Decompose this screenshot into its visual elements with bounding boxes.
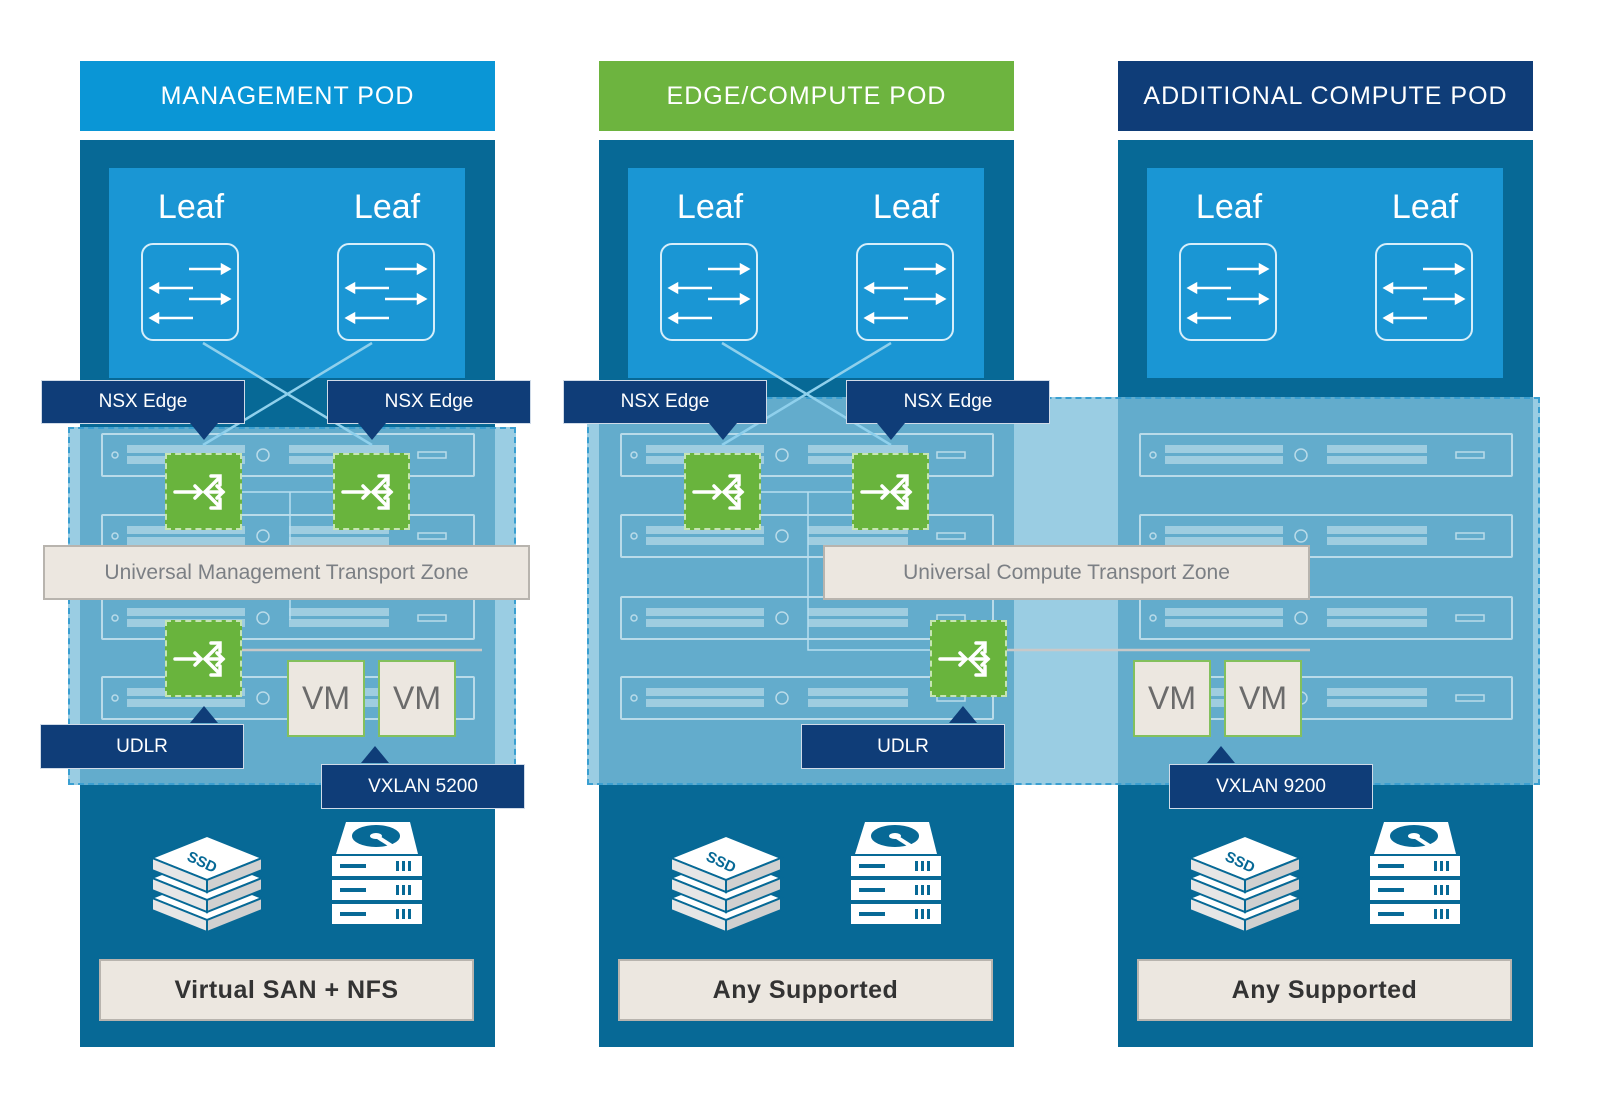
- pod-title: MANAGEMENT POD: [160, 81, 415, 110]
- pod-title: EDGE/COMPUTE POD: [666, 81, 947, 110]
- switch-icon: [856, 243, 954, 341]
- switch-icon: [660, 243, 758, 341]
- leaf-label: Leaf: [157, 188, 225, 226]
- pod-header-additional-compute: ADDITIONAL COMPUTE POD: [1118, 61, 1533, 131]
- router-icon: [930, 620, 1007, 697]
- hard-disk-icon: [328, 820, 426, 932]
- vxlan-label: VXLAN 5200: [321, 764, 525, 809]
- router-icon: [333, 453, 410, 530]
- vm-box: VM: [1133, 660, 1211, 737]
- server-unit: [1139, 514, 1513, 558]
- vm-box: VM: [378, 660, 456, 737]
- hard-disk-icon: [847, 820, 945, 932]
- udlr-label: UDLR: [801, 724, 1005, 769]
- transport-zone-label-compute: Universal Compute Transport Zone: [823, 545, 1310, 600]
- switch-icon: [1179, 243, 1277, 341]
- router-icon: [684, 453, 761, 530]
- storage-label: Virtual SAN + NFS: [99, 959, 474, 1021]
- router-icon: [852, 453, 929, 530]
- server-unit: [620, 514, 994, 558]
- switch-icon: [141, 243, 239, 341]
- transport-zone-label-management: Universal Management Transport Zone: [43, 545, 530, 600]
- switch-icon: [337, 243, 435, 341]
- nsx-edge-label: NSX Edge: [327, 380, 531, 424]
- nsx-edge-label: NSX Edge: [41, 380, 245, 424]
- ssd-icon: SSD: [667, 820, 785, 934]
- router-icon: [165, 620, 242, 697]
- leaf-label: Leaf: [1391, 188, 1459, 226]
- server-unit: [1139, 596, 1513, 640]
- leaf-label: Leaf: [872, 188, 940, 226]
- vxlan-label: VXLAN 9200: [1169, 764, 1373, 809]
- ssd-icon: SSD: [1186, 820, 1304, 934]
- leaf-label: Leaf: [1195, 188, 1263, 226]
- vm-box: VM: [287, 660, 365, 737]
- switch-icon: [1375, 243, 1473, 341]
- leaf-label: Leaf: [353, 188, 421, 226]
- vm-box: VM: [1224, 660, 1302, 737]
- leaf-label: Leaf: [676, 188, 744, 226]
- pod-header-edge-compute: EDGE/COMPUTE POD: [599, 61, 1014, 131]
- storage-label: Any Supported: [618, 959, 993, 1021]
- ssd-icon: SSD: [148, 820, 266, 934]
- udlr-label: UDLR: [40, 724, 244, 769]
- server-unit: [620, 596, 994, 640]
- storage-label: Any Supported: [1137, 959, 1512, 1021]
- hard-disk-icon: [1366, 820, 1464, 932]
- pod-header-management: MANAGEMENT POD: [80, 61, 495, 131]
- router-icon: [165, 453, 242, 530]
- server-unit: [1139, 433, 1513, 477]
- nsx-edge-label: NSX Edge: [846, 380, 1050, 424]
- pod-title: ADDITIONAL COMPUTE POD: [1143, 81, 1508, 110]
- nsx-edge-label: NSX Edge: [563, 380, 767, 424]
